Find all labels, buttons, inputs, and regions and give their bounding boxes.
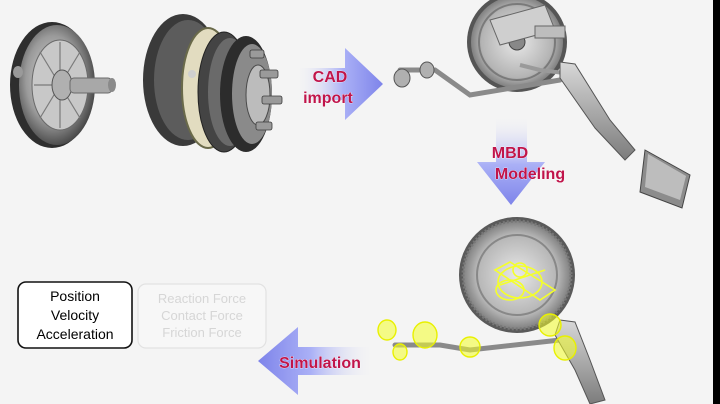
forces-contact: Contact Force	[161, 308, 243, 323]
forces-output-box: Reaction Force Contact Force Friction Fo…	[137, 283, 267, 349]
mbd-modeling-label-line1: MBD	[492, 145, 528, 162]
forces-friction: Friction Force	[162, 325, 241, 340]
clutch-assembly-exploded	[10, 14, 283, 153]
cad-import-label-line2: import	[303, 90, 353, 107]
pedal-assembly-cad-image	[393, 0, 691, 209]
kinematics-output-box: Position Velocity Acceleration	[17, 281, 133, 349]
forces-reaction: Reaction Force	[158, 291, 246, 306]
mbd-modeling-arrow: MBD Modeling	[477, 115, 565, 205]
cad-import-label-line1: CAD	[313, 69, 348, 86]
kinematics-velocity: Velocity	[51, 307, 99, 323]
mbd-modeling-label-line2: Modeling	[495, 166, 565, 183]
clutch-disks-image	[143, 14, 283, 153]
kinematics-acceleration: Acceleration	[36, 326, 113, 342]
cad-import-arrow: CAD import	[295, 48, 383, 120]
simulation-label: Simulation	[279, 355, 361, 372]
clutch-housing-image	[10, 22, 116, 148]
simulation-arrow: Simulation	[258, 327, 375, 395]
kinematics-position: Position	[50, 288, 100, 304]
mbd-model-image	[377, 217, 606, 404]
